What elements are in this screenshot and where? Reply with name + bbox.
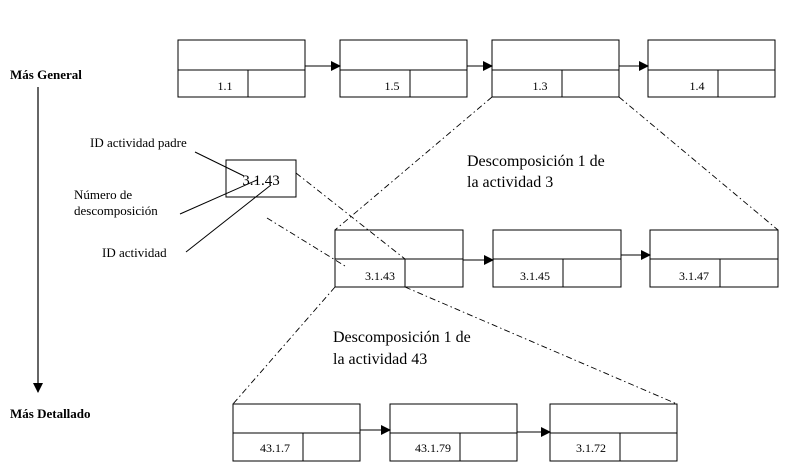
activity-id: 1.4 — [690, 79, 705, 93]
activity-id: 1.3 — [533, 79, 548, 93]
legend-decomp-label-line2: descomposición — [74, 203, 158, 218]
axis-bottom-label: Más Detallado — [10, 406, 91, 421]
axis-top-label: Más General — [10, 67, 82, 82]
decomposition-lines — [232, 96, 779, 405]
legend-activity-label: ID actividad — [102, 245, 167, 260]
legend-parent-label: ID actividad padre — [90, 135, 187, 150]
activity-box: 3.1.43 — [334, 229, 464, 288]
activity-id: 1.1 — [218, 79, 233, 93]
activity-id: 3.1.72 — [576, 441, 606, 455]
activity-id: 3.1.45 — [520, 269, 550, 283]
id-legend: 3.1.43 ID actividad padre Número de desc… — [74, 135, 297, 260]
activity-id: 3.1.43 — [365, 269, 395, 283]
activity-box: 3.1.47 — [649, 229, 779, 288]
activity-id: 43.1.79 — [415, 441, 451, 455]
activity-id: 3.1.47 — [679, 269, 709, 283]
decomposition-caption-1-line2: la actividad 3 — [467, 174, 553, 191]
level-2-row: 3.1.43 3.1.45 3.1.47 — [334, 229, 779, 288]
activity-id: 1.5 — [385, 79, 400, 93]
activity-box: 3.1.72 — [549, 403, 678, 462]
legend-example-box — [225, 159, 297, 198]
decomposition-caption-2-line1: Descomposición 1 de — [333, 329, 471, 346]
decomposition-caption-2-line2: la actividad 43 — [333, 351, 427, 368]
activity-box: 3.1.45 — [492, 229, 622, 288]
activity-id: 43.1.7 — [260, 441, 290, 455]
activity-box: 43.1.79 — [389, 403, 518, 462]
activity-box: 43.1.7 — [232, 403, 361, 462]
activity-box: 1.3 — [491, 39, 620, 98]
legend-example-id: 3.1.43 — [242, 173, 280, 189]
level-1-row: 1.1 1.5 1.3 1.4 — [177, 39, 776, 98]
detail-axis: Más General Más Detallado — [10, 67, 91, 421]
level-3-row: 43.1.7 43.1.79 3.1.72 — [232, 403, 678, 462]
decomposition-caption-1-line1: Descomposición 1 de — [467, 153, 605, 170]
captions: Descomposición 1 de la actividad 3 Desco… — [333, 153, 605, 368]
activity-box: 1.4 — [647, 39, 776, 98]
legend-decomp-label-line1: Número de — [74, 187, 132, 202]
activity-box: 1.5 — [339, 39, 468, 98]
activity-box: 1.1 — [177, 39, 306, 98]
